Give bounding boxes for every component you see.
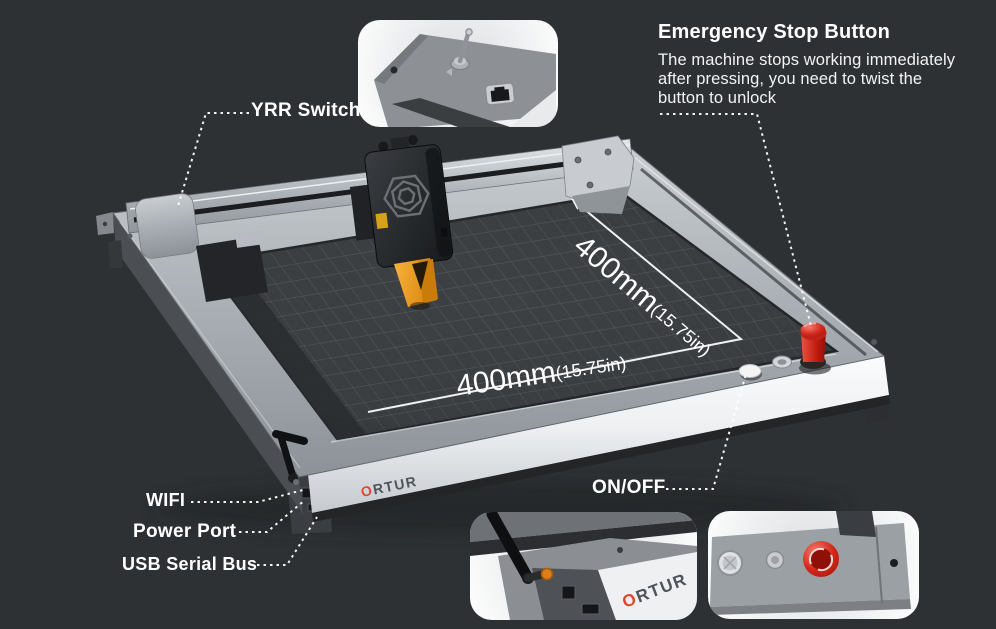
wifi-antenna xyxy=(486,512,554,584)
leader-wifi xyxy=(191,489,304,503)
panel-seam xyxy=(875,526,883,604)
back-rail xyxy=(470,512,697,542)
emergency-stop-button-top xyxy=(803,541,839,577)
right-rail-slot xyxy=(640,167,867,357)
left-rail-highlight xyxy=(119,221,301,469)
screw xyxy=(617,547,623,553)
head-port xyxy=(440,227,448,238)
power-port xyxy=(561,585,576,600)
laser-head-knob xyxy=(378,141,389,152)
laser-head-top xyxy=(390,136,410,149)
yrr-switch-photo xyxy=(358,20,558,127)
bright-corner xyxy=(510,90,556,127)
usb-port xyxy=(581,603,600,615)
hole xyxy=(890,559,898,567)
work-bed xyxy=(202,191,840,442)
buttons-photo-art xyxy=(710,511,911,615)
screw xyxy=(871,339,877,345)
aux-button xyxy=(765,550,785,570)
on-off-label: ON/OFF xyxy=(592,477,666,498)
left-tab-hole xyxy=(102,221,108,227)
yrr-switch-photo-art xyxy=(374,28,556,127)
on-off-button xyxy=(738,364,762,378)
yrr-switch-label: YRR Switch xyxy=(251,100,361,121)
buttons-photo xyxy=(708,511,919,619)
emergency-stop-button xyxy=(799,322,831,375)
front-face xyxy=(598,552,697,620)
emergency-stop-title: Emergency Stop Button xyxy=(658,21,890,43)
back-shadow xyxy=(470,520,697,556)
leader-emergency-stop xyxy=(660,113,812,327)
rail-end xyxy=(836,511,876,537)
screw-hole xyxy=(390,66,398,74)
usb-b-port xyxy=(484,82,516,106)
screw xyxy=(127,233,133,239)
wifi-antenna xyxy=(272,430,308,485)
front-underside xyxy=(312,395,890,522)
gantry-left-block xyxy=(135,193,199,259)
laser-head xyxy=(349,134,454,268)
usb-serial-bus-label: USB Serial Bus xyxy=(122,554,258,574)
emergency-stop-desc-line3: button to unlock xyxy=(658,89,777,107)
emergency-stop-desc-line2: after pressing, you need to twist the xyxy=(658,70,923,88)
left-foot xyxy=(108,240,123,268)
leader-on-off xyxy=(666,373,747,490)
y-axis-rail xyxy=(205,258,366,440)
control-buttons xyxy=(738,322,831,381)
ports-photo-art: ORTUR xyxy=(470,512,697,620)
on-off-button xyxy=(717,550,743,576)
laser-head-knob xyxy=(407,134,418,145)
leader-power-port xyxy=(239,499,306,533)
power-port-label: Power Port xyxy=(133,521,237,542)
toggle-switch xyxy=(446,28,473,76)
laser-nozzle xyxy=(394,258,438,310)
left-side-face xyxy=(113,213,303,514)
aux-button-center xyxy=(777,359,787,365)
ports-photo: ORTUR xyxy=(470,512,697,620)
y-slider xyxy=(235,230,265,248)
leader-yrr-switch xyxy=(177,112,249,207)
gantry-right-bracket xyxy=(561,135,635,214)
right-rail-highlight xyxy=(633,156,879,353)
plate-bevel xyxy=(374,34,428,84)
wifi-label: WIFI xyxy=(146,490,186,510)
panel-edge xyxy=(710,599,911,615)
front-face xyxy=(308,356,889,513)
rail-slot xyxy=(392,98,510,127)
hex-logo-icon xyxy=(383,174,430,218)
emergency-stop-desc-line1: The machine stops working immediately xyxy=(658,51,956,69)
y-motor xyxy=(196,236,268,302)
antenna-connector xyxy=(540,567,554,581)
warning-sticker xyxy=(375,212,389,229)
